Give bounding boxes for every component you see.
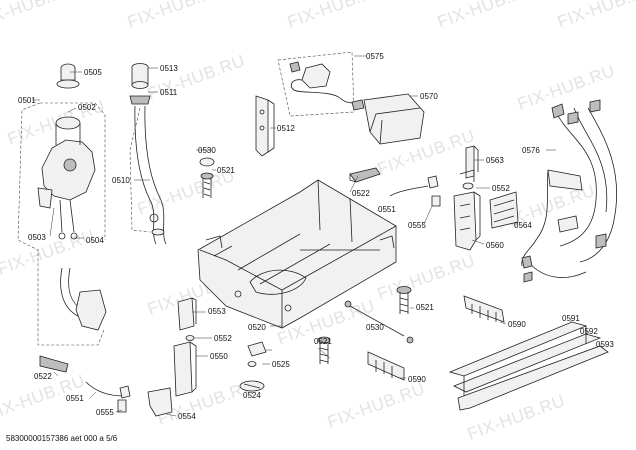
label-0510: 0510	[112, 176, 130, 185]
label-0503: 0503	[28, 233, 46, 242]
part-labels: 0505 0501 0502 0503 0504 0513 0511 0510 …	[18, 52, 614, 421]
part-0560-group	[453, 145, 481, 251]
part-0590-lower	[367, 351, 405, 381]
watermark: FIX-HUB.RU	[285, 0, 388, 32]
label-0513: 0513	[160, 64, 178, 73]
label-0550: 0550	[210, 352, 228, 361]
label-0505: 0505	[84, 68, 102, 77]
watermark: FIX-HUB.RU	[0, 226, 97, 279]
label-0511: 0511	[160, 88, 178, 97]
label-0520: 0520	[248, 323, 266, 332]
part-0530-0521	[199, 157, 215, 198]
part-group-0501	[17, 63, 107, 346]
label-0530-lower: 0530	[366, 323, 384, 332]
label-0575: 0575	[366, 52, 384, 61]
part-0575-0570	[277, 51, 425, 145]
watermark: FIX-HUB.RU	[325, 379, 428, 432]
label-0522-upper: 0522	[352, 189, 370, 198]
label-0554: 0554	[178, 412, 196, 421]
label-0551-upper: 0551	[378, 205, 396, 214]
label-0593: 0593	[596, 340, 614, 349]
label-0522-lower: 0522	[34, 372, 52, 381]
part-group-hose	[129, 63, 167, 245]
label-0555-upper: 0555	[408, 221, 426, 230]
label-0590-lower: 0590	[408, 375, 426, 384]
label-0551-lower: 0551	[66, 394, 84, 403]
label-0521-upper: 0521	[217, 166, 235, 175]
label-0512: 0512	[277, 124, 295, 133]
part-center-lower-group	[147, 297, 331, 417]
label-0521-right: 0521	[416, 303, 434, 312]
part-0590-upper	[463, 295, 505, 323]
label-0591: 0591	[562, 314, 580, 323]
label-0590-upper: 0590	[508, 320, 526, 329]
label-0524: 0524	[243, 391, 261, 400]
watermark: FIX-HUB.RU	[125, 0, 228, 32]
label-0553: 0553	[208, 307, 226, 316]
part-0522-0551-upper	[349, 167, 441, 207]
watermark: FIX-HUB.RU	[515, 61, 618, 114]
label-0530-upper: 0530	[198, 146, 216, 155]
label-0504: 0504	[86, 236, 104, 245]
leader-lines	[32, 55, 600, 417]
part-0576-harness	[521, 99, 618, 283]
label-0560: 0560	[486, 241, 504, 250]
part-0512	[255, 95, 275, 157]
label-0592: 0592	[580, 327, 598, 336]
document-id-footer: 58300000157386 aet 000 a 5/6	[6, 434, 118, 443]
label-0555-lower: 0555	[96, 408, 114, 417]
part-0564	[489, 191, 519, 229]
label-0521-lower: 0521	[314, 337, 332, 346]
part-0520-base	[197, 179, 397, 329]
label-0563: 0563	[486, 156, 504, 165]
part-0521-right	[396, 286, 412, 314]
label-0525: 0525	[272, 360, 290, 369]
label-0501: 0501	[18, 96, 36, 105]
label-0552-center: 0552	[214, 334, 232, 343]
label-0552-right: 0552	[492, 184, 510, 193]
watermark: FIX-HUB.RU	[555, 0, 636, 32]
watermark: FIX-HUB.RU	[435, 0, 538, 32]
label-0502: 0502	[78, 103, 96, 112]
part-lower-left-group	[39, 355, 131, 413]
watermark: FIX-HUB.RU	[0, 0, 77, 32]
label-0564: 0564	[514, 221, 532, 230]
part-0591-0593-panels	[448, 321, 609, 411]
label-0576: 0576	[522, 146, 540, 155]
label-0570: 0570	[420, 92, 438, 101]
